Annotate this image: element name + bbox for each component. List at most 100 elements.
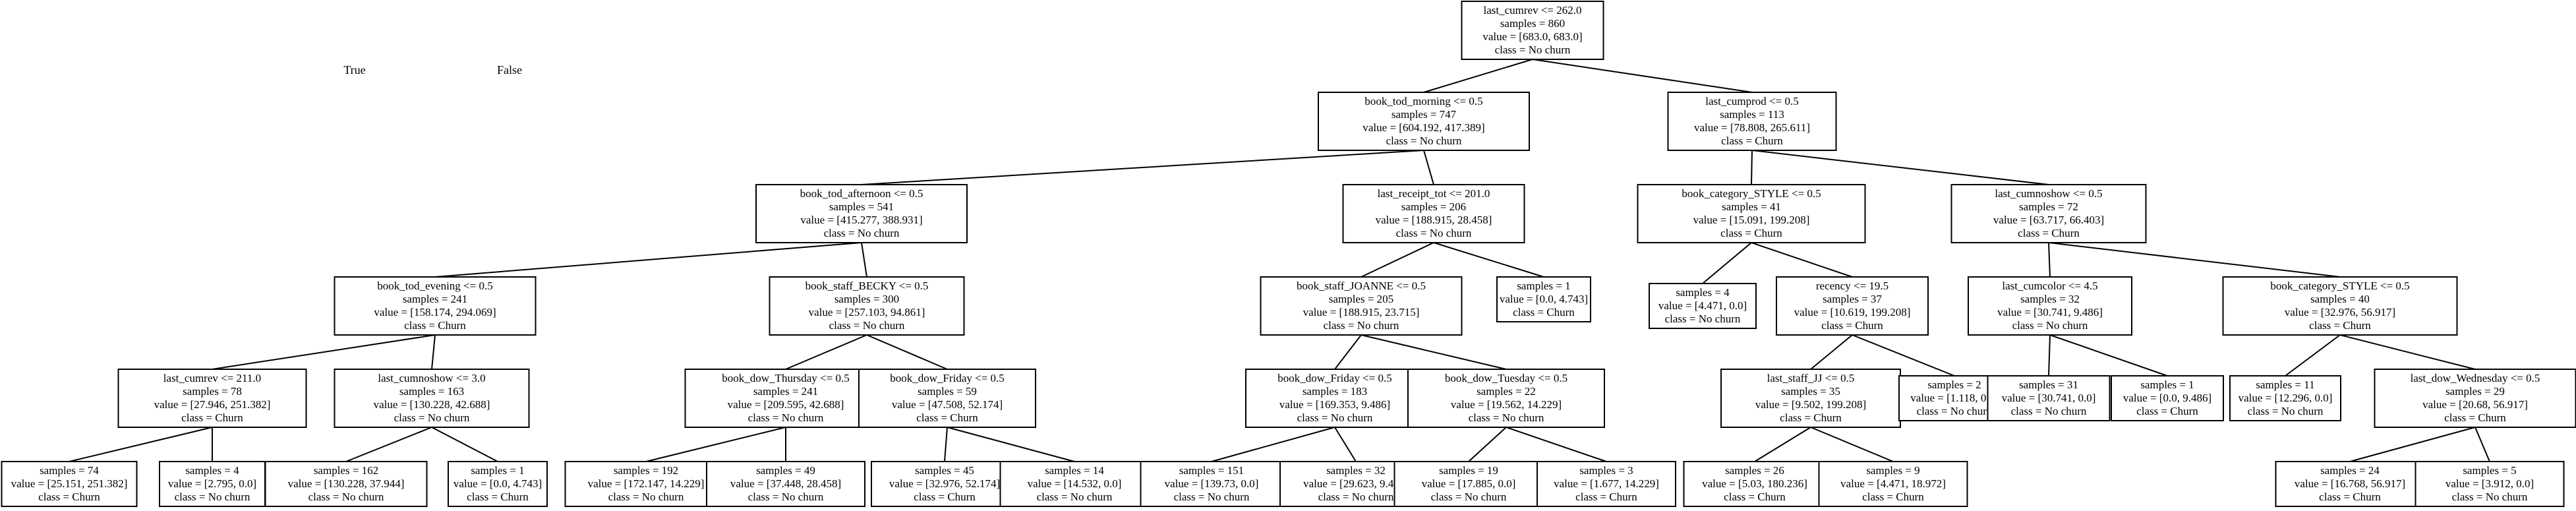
tree-node-line: samples = 72 bbox=[2019, 200, 2078, 213]
tree-node-box bbox=[264, 461, 428, 507]
tree-node-line: last_cumcolor <= 4.5 bbox=[2002, 280, 2097, 292]
tree-node-line: samples = 37 bbox=[1823, 293, 1882, 305]
tree-edge-n3-n8 bbox=[861, 242, 867, 278]
tree-node-line: samples = 162 bbox=[314, 464, 378, 477]
tree-node-line: last_cumnoshow <= 0.5 bbox=[1995, 187, 2102, 200]
tree-node-line: last_staff_JJ <= 0.5 bbox=[1767, 372, 1855, 384]
tree-node-line: value = [415.277, 388.931] bbox=[800, 214, 922, 226]
tree-node-box bbox=[1, 461, 138, 507]
branch-label-true: True bbox=[343, 63, 365, 76]
tree-edge-n19-n35 bbox=[1211, 427, 1335, 462]
tree-node-line: class = Churn bbox=[1513, 306, 1575, 318]
tree-node-line: class = No churn bbox=[2452, 491, 2528, 503]
tree-node-line: samples = 205 bbox=[1329, 293, 1393, 305]
tree-node-line: class = Churn bbox=[1720, 227, 1782, 239]
tree-node-line: value = [0.0, 4.743] bbox=[1500, 293, 1588, 305]
tree-node-box bbox=[1776, 276, 1929, 336]
tree-node-line: samples = 113 bbox=[1720, 108, 1784, 121]
tree-edge-n16-n29 bbox=[345, 427, 432, 462]
tree-node-line: book_tod_evening <= 0.5 bbox=[377, 280, 492, 292]
tree-edge-n2-n6 bbox=[1751, 150, 2049, 185]
tree-node-line: samples = 241 bbox=[753, 385, 818, 398]
tree-edge-n8-n17 bbox=[785, 334, 867, 370]
tree-edge-n4-n9 bbox=[1361, 242, 1434, 278]
tree-node-line: samples = 163 bbox=[399, 385, 464, 398]
tree-node-line: samples = 40 bbox=[2310, 293, 2370, 305]
tree-node-box bbox=[1342, 184, 1525, 243]
tree-edge-n20-n37 bbox=[1468, 427, 1507, 462]
tree-node-line: samples = 151 bbox=[1179, 464, 1244, 477]
tree-node-box bbox=[1461, 1, 1604, 60]
tree-node-line: samples = 1 bbox=[1517, 280, 1570, 292]
tree-node-line: value = [25.151, 251.382] bbox=[11, 477, 128, 490]
edges-layer bbox=[69, 59, 2490, 462]
tree-node-line: value = [30.741, 0.0] bbox=[2002, 392, 2096, 404]
tree-node-line: last_receipt_tot <= 201.0 bbox=[1378, 187, 1490, 200]
tree-node-line: class = No churn bbox=[1324, 319, 1399, 332]
tree-node-line: class = No churn bbox=[308, 491, 384, 503]
tree-node-box bbox=[448, 461, 548, 507]
tree-node-box bbox=[1649, 283, 1757, 329]
tree-node-line: class = Churn bbox=[2319, 491, 2381, 503]
tree-node-line: class = Churn bbox=[2018, 227, 2080, 239]
tree-node-line: class = No churn bbox=[2012, 319, 2088, 332]
tree-node-box bbox=[2275, 461, 2425, 507]
tree-node-line: samples = 14 bbox=[1045, 464, 1104, 477]
tree-node-box bbox=[2222, 276, 2458, 336]
tree-node-line: value = [130.228, 37.944] bbox=[288, 477, 405, 490]
tree-node-line: value = [17.885, 0.0] bbox=[1422, 477, 1516, 490]
tree-node-line: class = Churn bbox=[1821, 319, 1883, 332]
tree-node-line: last_cumnoshow <= 3.0 bbox=[378, 372, 485, 384]
tree-edge-n15-n27 bbox=[69, 427, 213, 462]
tree-node-box bbox=[1667, 92, 1837, 151]
tree-edge-n7-n16 bbox=[431, 334, 436, 370]
tree-edge-n6-n14 bbox=[2048, 242, 2341, 278]
tree-node-line: value = [604.192, 417.389] bbox=[1362, 121, 1484, 134]
tree-edge-n26-n41 bbox=[2349, 427, 2476, 462]
tree-node-line: value = [78.808, 265.611] bbox=[1694, 121, 1810, 134]
tree-node-line: value = [139.73, 0.0] bbox=[1165, 477, 1259, 490]
tree-node-line: class = Churn bbox=[2444, 411, 2506, 424]
tree-node-box bbox=[2229, 375, 2341, 421]
tree-node-box bbox=[1720, 369, 1901, 428]
tree-node-line: class = No churn bbox=[1396, 227, 1472, 239]
tree-edge-n9-n19 bbox=[1334, 334, 1362, 370]
tree-node-line: value = [12.296, 0.0] bbox=[2239, 392, 2333, 404]
tree-node-line: value = [16.768, 56.917] bbox=[2295, 477, 2405, 490]
tree-node-line: class = No churn bbox=[824, 227, 900, 239]
tree-node-line: last_cumrev <= 262.0 bbox=[1483, 4, 1581, 16]
tree-node-box bbox=[117, 369, 307, 428]
tree-node-line: samples = 541 bbox=[829, 200, 894, 213]
tree-edge-n14-n26 bbox=[2339, 334, 2476, 370]
tree-node-line: value = [63.717, 66.403] bbox=[1993, 214, 2104, 226]
tree-node-line: value = [0.0, 4.743] bbox=[454, 477, 542, 490]
tree-node-line: samples = 192 bbox=[614, 464, 678, 477]
tree-node-line: value = [32.976, 52.174] bbox=[889, 477, 1000, 490]
tree-edge-n4-n10 bbox=[1433, 242, 1544, 278]
tree-edge-n18-n34 bbox=[947, 427, 1075, 462]
tree-node-line: value = [29.623, 9.486] bbox=[1303, 477, 1409, 490]
tree-node-box bbox=[334, 276, 537, 336]
tree-node-line: value = [15.091, 199.208] bbox=[1693, 214, 1810, 226]
tree-node-line: book_staff_BECKY <= 0.5 bbox=[805, 280, 929, 292]
tree-node-line: samples = 5 bbox=[2463, 464, 2516, 477]
tree-node-line: class = Churn bbox=[2309, 319, 2371, 332]
tree-node-line: class = Churn bbox=[1575, 491, 1637, 503]
tree-node-line: value = [5.03, 180.236] bbox=[1702, 477, 1807, 490]
tree-node-line: samples = 3 bbox=[1579, 464, 1633, 477]
tree-node-box bbox=[1637, 184, 1866, 243]
